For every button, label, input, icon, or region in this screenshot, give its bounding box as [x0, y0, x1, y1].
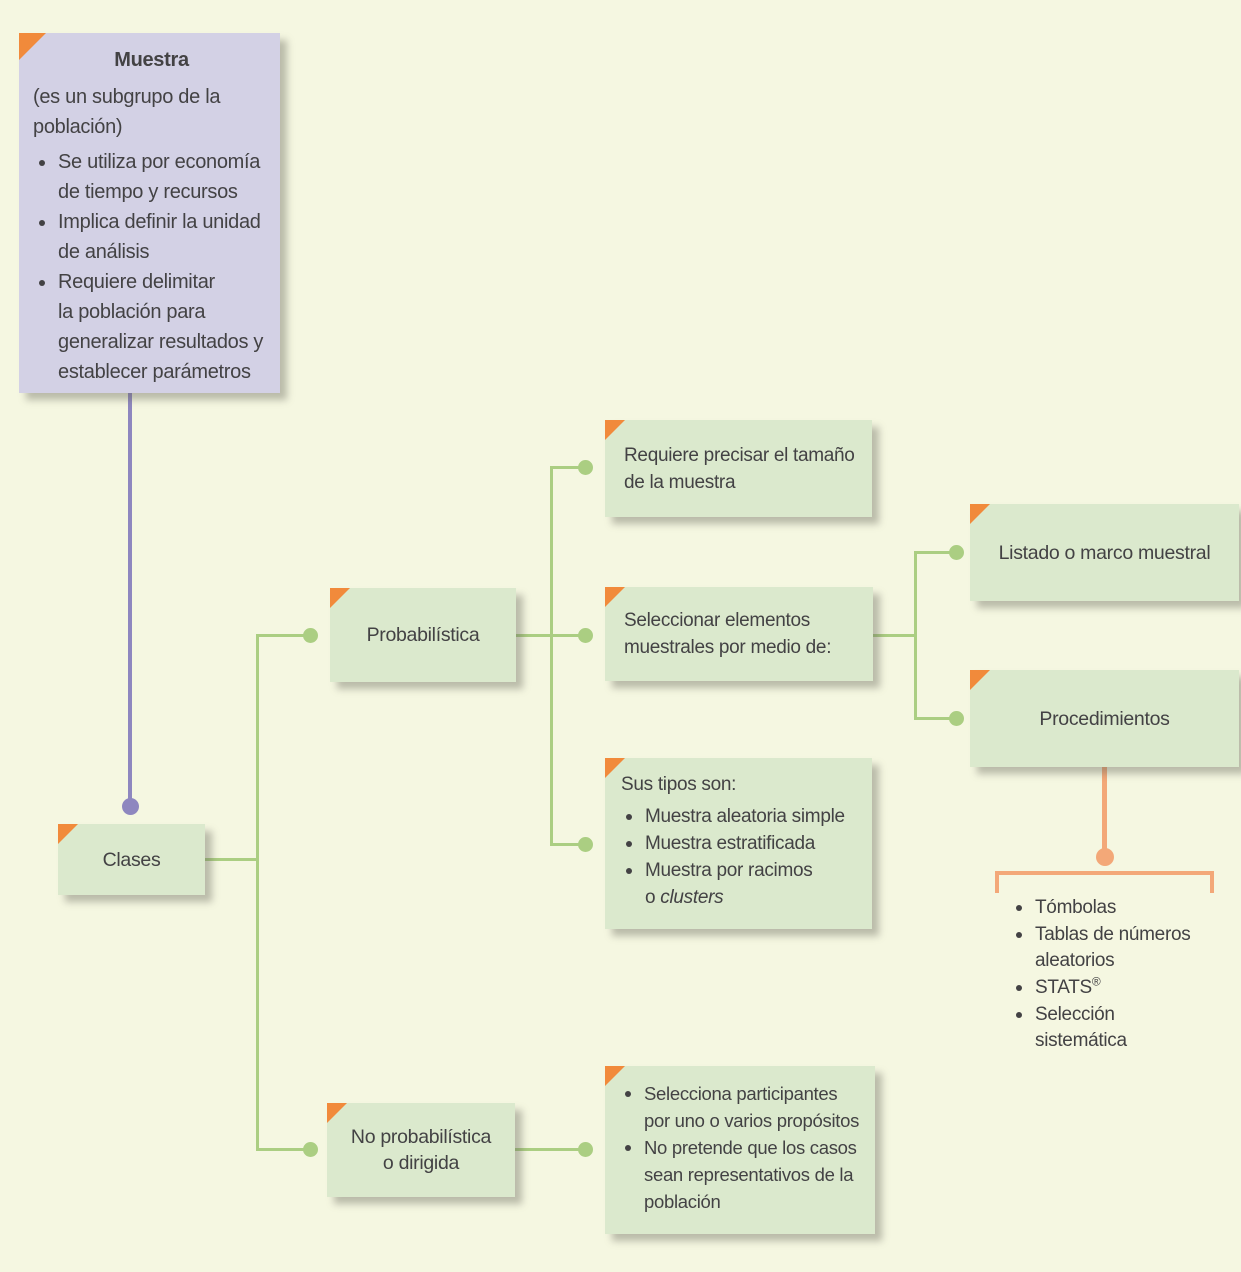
connector-procedimientos-down [1102, 766, 1107, 849]
node-label: Procedimientos [1039, 707, 1170, 730]
list-item-text: STATS® [1035, 974, 1101, 1001]
corner-triangle-icon [970, 670, 990, 690]
bullet-dot-icon [626, 814, 632, 820]
list-item: Selección sistemática [1016, 1002, 1236, 1054]
bullet-dot-icon [1016, 905, 1022, 911]
bracket-top [995, 871, 1214, 875]
connector-tipos-in-dot [578, 837, 593, 852]
list-item-text: Requiere delimitar la población para gen… [58, 271, 264, 383]
stats-label: STATS [1035, 977, 1092, 998]
list-item-text: Selección sistemática [1035, 1004, 1127, 1051]
corner-triangle-icon [330, 588, 350, 608]
list-item-text: Tablas de números aleatorios [1035, 924, 1191, 971]
bullet-dot-icon [625, 1091, 631, 1097]
registered-mark: ® [1091, 974, 1101, 989]
connector-probabilistica-in-dot [303, 628, 318, 643]
connector-clases-branch-vertical [256, 634, 259, 1151]
corner-triangle-icon [970, 504, 990, 524]
bullet-dot-icon [39, 160, 45, 166]
connector-noprobabilistica-in-dot [303, 1142, 318, 1157]
node-seleccionar: Seleccionar elementos muestrales por med… [605, 587, 873, 681]
node-tamano: Requiere precisar el tamaño de la muestr… [605, 420, 872, 517]
list-item: Selecciona participantes por uno o vario… [621, 1080, 871, 1134]
connector-noprobabilistica-out [515, 1148, 581, 1151]
connector-seleccionar-branch-vertical [914, 551, 917, 720]
corner-triangle-icon [605, 587, 625, 607]
corner-triangle-icon [58, 824, 78, 844]
node-tipos: Sus tipos son: Muestra aleatoria simple … [605, 758, 872, 929]
list-item-text: Muestra aleatoria simple [645, 806, 845, 827]
node-procedimientos: Procedimientos [970, 670, 1239, 767]
node-clases: Clases [58, 824, 205, 895]
connector-muestra-clases-dot [122, 798, 139, 815]
racimos-italic: clusters [660, 887, 724, 908]
bullet-dot-icon [626, 868, 632, 874]
connector-probabilistica-out [516, 634, 582, 637]
list-item-text: No pretende que los casos sean represent… [644, 1137, 857, 1212]
connector-tamano-in-dot [578, 460, 593, 475]
list-item-text: Se utiliza por economía de tiempo y recu… [58, 151, 261, 203]
corner-triangle-icon [605, 420, 625, 440]
node-text: Seleccionar elementos muestrales por med… [624, 610, 832, 658]
muestra-bullet-list: Se utiliza por economía de tiempo y recu… [33, 147, 270, 387]
connector-seleccionar-in-dot [578, 628, 593, 643]
corner-triangle-icon [327, 1103, 347, 1123]
connector-procedimientos-in-dot [949, 711, 964, 726]
list-item-text: Muestra estratificada [645, 833, 816, 854]
tipos-heading: Sus tipos son: [621, 774, 737, 795]
list-item: Tómbolas [1016, 895, 1236, 921]
node-no-probabilistica: No probabilística o dirigida [327, 1103, 515, 1197]
node-listado: Listado o marco muestral [970, 504, 1239, 601]
node-label: Clases [102, 848, 161, 871]
racimos-prefix: Muestra por racimos o [645, 860, 813, 908]
list-item-text: Muestra por racimos o clusters [645, 857, 813, 911]
connector-probabilistica-in [256, 634, 306, 637]
bullet-dot-icon [1016, 985, 1022, 991]
node-text: Requiere precisar el tamaño de la muestr… [624, 444, 855, 493]
connector-procedimientos-down-dot [1096, 848, 1114, 866]
list-item: STATS® [1016, 975, 1236, 1001]
bullet-dot-icon [39, 280, 45, 286]
list-item: Muestra por racimos o clusters [621, 857, 864, 911]
procedures-list: Tómbolas Tablas de números aleatorios ST… [1016, 895, 1236, 1055]
list-item: Se utiliza por economía de tiempo y recu… [33, 147, 270, 207]
tipos-bullet-list: Muestra aleatoria simple Muestra estrati… [621, 803, 864, 911]
connector-tamano-in [550, 466, 582, 469]
list-item: Requiere delimitar la población para gen… [33, 267, 270, 387]
list-item: Implica definir la unidad de análisis [33, 207, 270, 267]
connector-clases-out [205, 858, 259, 861]
node-probabilistica: Probabilística [330, 588, 516, 682]
muestra-subtitle: (es un subgrupo de la población) [33, 86, 221, 138]
node-no-probabilistica-desc: Selecciona participantes por uno o vario… [605, 1066, 875, 1234]
node-muestra: Muestra (es un subgrupo de la población)… [19, 33, 280, 393]
connector-listado-in [914, 551, 952, 554]
bullet-dot-icon [1016, 932, 1022, 938]
connector-noprobabilistica-in [256, 1148, 306, 1151]
list-item: No pretende que los casos sean represent… [621, 1134, 871, 1215]
list-item: Muestra aleatoria simple [621, 803, 864, 830]
list-item: Tablas de números aleatorios [1016, 922, 1236, 974]
connector-tipos-in [550, 843, 582, 846]
desc-bullet-list: Selecciona participantes por uno o vario… [621, 1080, 871, 1215]
bullet-dot-icon [39, 220, 45, 226]
list-item-text: Implica definir la unidad de análisis [58, 211, 261, 263]
connector-desc-in-dot [578, 1142, 593, 1157]
bullet-dot-icon [1016, 1012, 1022, 1018]
list-item-text: Selecciona participantes por uno o vario… [644, 1083, 860, 1131]
bracket-right-tick [1210, 871, 1214, 893]
node-label: No probabilística o dirigida [350, 1126, 492, 1174]
connector-seleccionar-out [873, 634, 917, 637]
muestra-title: Muestra [114, 49, 189, 71]
connector-procedimientos-in [914, 717, 952, 720]
bracket-left-tick [995, 871, 999, 893]
node-label: Listado o marco muestral [998, 541, 1211, 564]
bullet-dot-icon [626, 841, 632, 847]
connector-listado-in-dot [949, 545, 964, 560]
bullet-dot-icon [625, 1145, 631, 1151]
node-label: Probabilística [366, 624, 480, 646]
list-item-text: Tómbolas [1035, 897, 1117, 918]
list-item: Muestra estratificada [621, 830, 864, 857]
connector-muestra-clases [128, 393, 132, 800]
connector-probabilistica-branch-vertical [550, 466, 553, 846]
